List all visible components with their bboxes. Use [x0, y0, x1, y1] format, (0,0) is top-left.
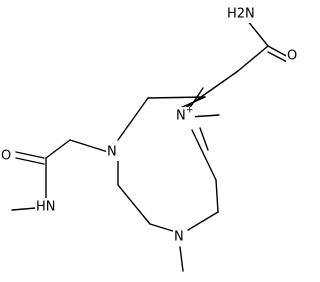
bond-line	[15, 151, 45, 159]
bond-line	[267, 51, 290, 64]
bond-line	[15, 157, 45, 165]
bond-line	[117, 184, 151, 225]
bond-line	[45, 139, 71, 159]
ring-n-bottom-label: N	[174, 230, 184, 245]
bond-line	[187, 211, 219, 231]
bond-line	[149, 223, 177, 233]
atom-labels: H2N O N + N O HN N	[0, 4, 300, 246]
bond-lines	[11, 19, 291, 272]
amide-nh-label: HN	[36, 200, 56, 215]
bond-line	[179, 246, 184, 272]
bond-line	[199, 127, 209, 151]
quaternary-n-label: N	[176, 109, 186, 124]
ring-n-left-label: N	[107, 145, 117, 160]
carbonyl-o-left-label: O	[1, 149, 11, 164]
carbonyl-o-top-label: O	[287, 49, 297, 64]
bond-line	[237, 45, 269, 72]
bond-line	[147, 96, 206, 99]
bond-line	[246, 19, 269, 47]
bond-line	[69, 139, 109, 153]
amine-nh2-label: H2N	[227, 7, 255, 22]
bond-line	[191, 129, 217, 181]
bond-line	[11, 207, 37, 211]
bond-line	[117, 97, 149, 141]
bond-line	[215, 179, 219, 213]
positive-charge-label: +	[186, 106, 194, 116]
